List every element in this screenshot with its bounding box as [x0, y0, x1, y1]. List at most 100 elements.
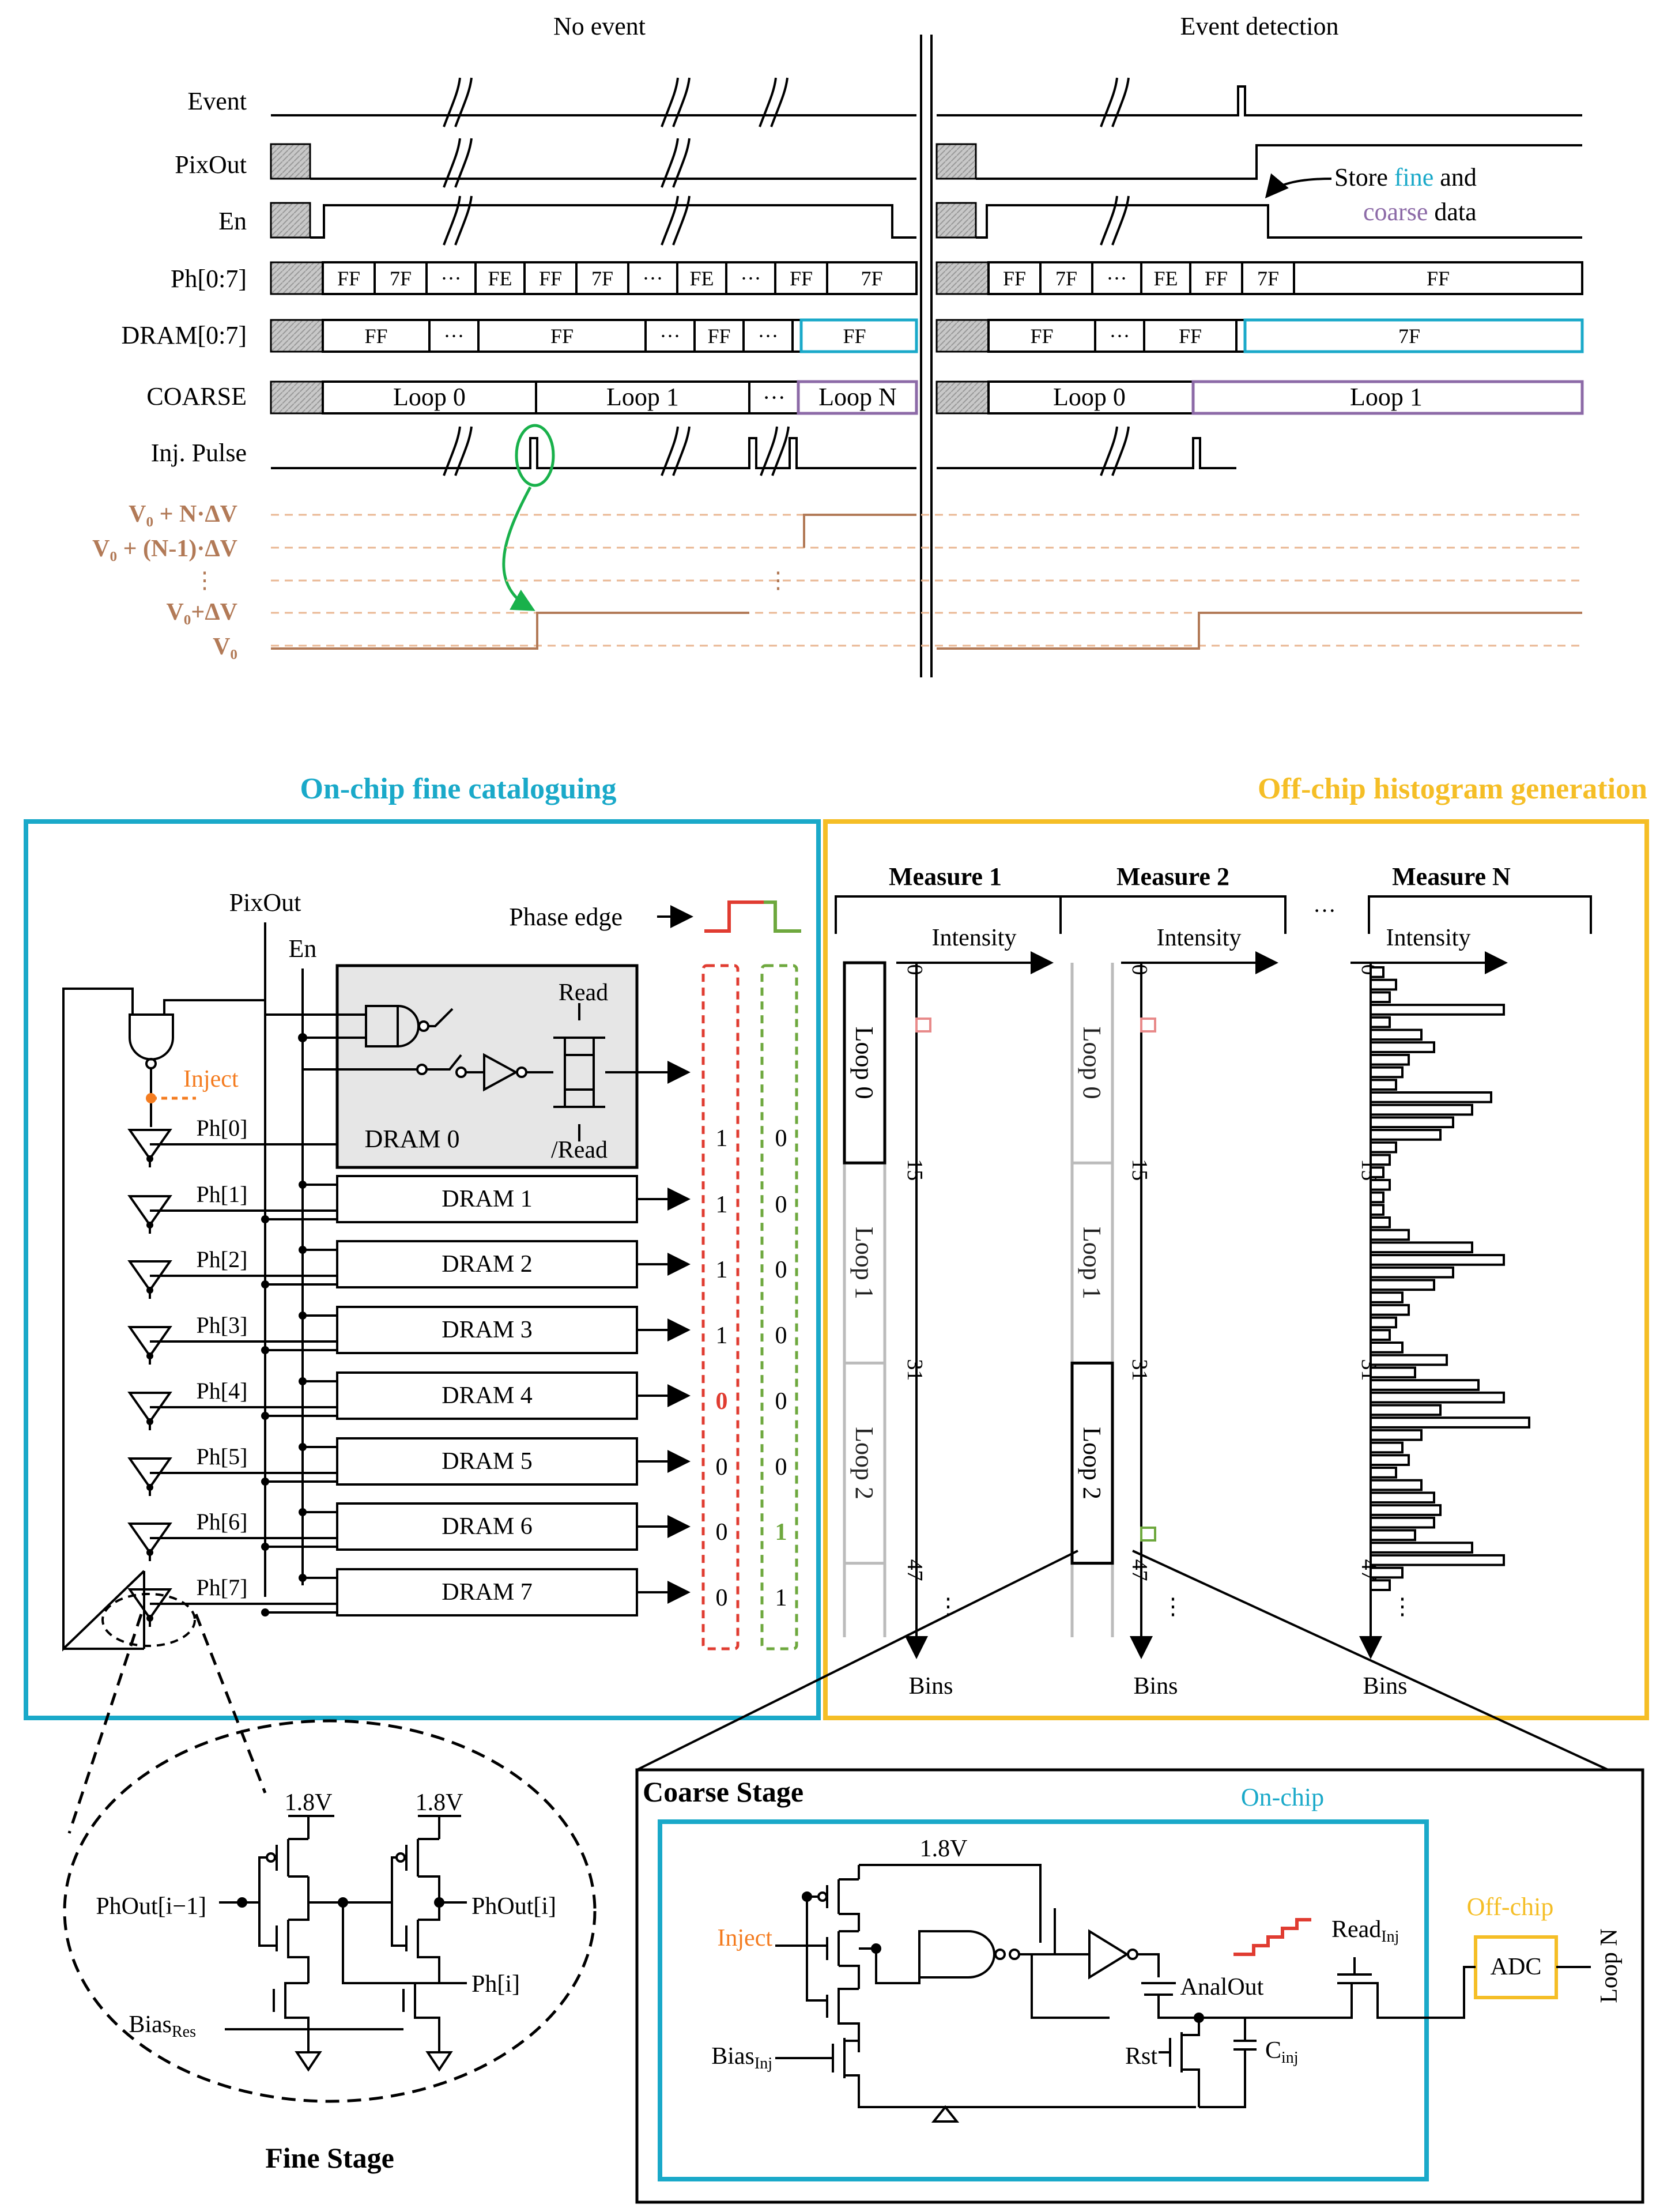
histogram-bar-34 — [1370, 1391, 1505, 1404]
m1-marker — [915, 1018, 931, 1032]
m2-marker-green — [1140, 1527, 1156, 1542]
store-note-arrow — [1265, 173, 1332, 199]
m1-bins: Bins — [908, 1673, 953, 1699]
histogram-bar-44 — [1370, 1516, 1435, 1529]
red-bit-7: 0 — [716, 1585, 728, 1611]
m2-tick-1: 15 — [1127, 1159, 1152, 1181]
coarse-loop1-right: Loop 1 — [1350, 383, 1423, 411]
coarse-bias-label: BiasInj — [711, 2043, 772, 2072]
histogram-bar-26 — [1370, 1291, 1404, 1303]
dram-right-cell-0: FF — [1030, 325, 1053, 348]
histogram-bar-33 — [1370, 1379, 1480, 1391]
coarse-analout-label: AnalOut — [1180, 1974, 1264, 2000]
dram-right-cell-3: 7F — [1398, 325, 1420, 348]
histogram-bar-14 — [1370, 1141, 1397, 1154]
green-bit-7: 1 — [775, 1585, 787, 1611]
fine-ph-label: Ph[i] — [471, 1971, 520, 1998]
signal-labels: Event PixOut En Ph[0:7] DRAM[0:7] COARSE… — [121, 87, 247, 467]
fine-panel-box — [24, 819, 821, 1720]
m2-loop-strip-loop-0: Loop 0 — [1078, 1027, 1106, 1099]
histogram-bar-28 — [1370, 1316, 1397, 1329]
buffer-chain: Ph[0]Ph[1]Ph[2]Ph[3]Ph[4]Ph[5]Ph[6]Ph[7] — [127, 1115, 337, 1627]
phase-edge-label: Phase edge — [509, 903, 623, 931]
label-dram: DRAM[0:7] — [121, 321, 247, 349]
dram-label-7: DRAM 7 — [442, 1579, 533, 1606]
histogram-bar-25 — [1370, 1279, 1435, 1291]
loopN-label: Loop N — [1596, 1928, 1623, 2003]
measure1-label: Measure 1 — [889, 862, 1002, 891]
dram-left-cell-3: ··· — [660, 325, 681, 348]
histogram-bar-12 — [1370, 1116, 1454, 1129]
pixout-label: PixOut — [229, 888, 301, 917]
histogram-bar-31 — [1370, 1354, 1448, 1366]
mN-bins: Bins — [1363, 1673, 1407, 1699]
analout-staircase — [1233, 1918, 1311, 1956]
dram-label-4: DRAM 4 — [442, 1382, 533, 1409]
dram0-block — [335, 964, 639, 1169]
dram-left-cell-1: ··· — [444, 325, 465, 348]
en-hatch-left — [270, 202, 311, 239]
coarse-ellipsis: ··· — [763, 385, 786, 410]
histogram-bar-1 — [1370, 978, 1397, 991]
coarse-offchip-label: Off-chip — [1467, 1893, 1554, 1921]
header-no-event: No event — [553, 12, 646, 40]
pixout-hatch-right — [935, 143, 977, 180]
m2-loop-strip-loop-2: Loop 2 — [1078, 1427, 1106, 1499]
red-bit-0: 1 — [716, 1125, 728, 1152]
red-bit-6: 0 — [716, 1519, 728, 1546]
dram-left-cell-2: FF — [550, 325, 574, 348]
dram-left-cell-6: FF — [843, 325, 866, 348]
histogram-bar-20 — [1370, 1216, 1391, 1229]
en-hatch-right — [935, 202, 977, 239]
green-bit-0: 0 — [775, 1125, 787, 1152]
measureN-label: Measure N — [1392, 862, 1511, 891]
histogram-bar-6 — [1370, 1041, 1435, 1053]
histogram-bar-17 — [1370, 1178, 1391, 1191]
level-v0-n: V₀ + N·ΔV — [129, 501, 237, 527]
wave-inj-pulse — [271, 437, 1236, 469]
coarse-read-label: ReadInj — [1331, 1916, 1399, 1946]
phase-label-1: Ph[1] — [197, 1181, 248, 1207]
coarse-loop0-left: Loop 0 — [393, 383, 466, 411]
wave-event — [271, 85, 1582, 116]
red-bit-3: 1 — [716, 1322, 728, 1349]
coarse-loop0-right: Loop 0 — [1053, 383, 1126, 411]
red-bit-2: 1 — [716, 1257, 728, 1283]
ph-left-cell-7: FE — [689, 267, 714, 290]
histogram-bar-4 — [1370, 1016, 1391, 1028]
ph-left-cell-2: ··· — [441, 267, 462, 290]
histogram-bar-32 — [1370, 1366, 1416, 1379]
histogram-bar-5 — [1370, 1028, 1423, 1041]
phase-label-6: Ph[6] — [197, 1509, 248, 1535]
m2-bins: Bins — [1133, 1673, 1178, 1699]
phase-label-7: Ph[7] — [197, 1574, 248, 1600]
fine-vdd-1: 1.8V — [285, 1789, 333, 1816]
green-bit-5: 0 — [775, 1454, 787, 1480]
read-label: Read — [559, 979, 608, 1006]
ph-right-cell-5: 7F — [1257, 267, 1279, 290]
ph-left-cell-6: ··· — [643, 267, 663, 290]
svg-text:⋮: ⋮ — [767, 567, 790, 593]
pixout-hatch-left — [270, 143, 311, 180]
ph-left-cell-9: FF — [790, 267, 813, 290]
phase-edge-green — [764, 900, 801, 933]
m1-tick-1: 15 — [903, 1159, 927, 1181]
m1-intensity: Intensity — [932, 925, 1017, 951]
coarse-loopN: Loop N — [818, 383, 897, 411]
red-bit-4: 0 — [716, 1388, 728, 1415]
histogram-bar-27 — [1370, 1303, 1410, 1316]
ph-left-cell-1: 7F — [390, 267, 412, 290]
mN-intensity: Intensity — [1386, 925, 1471, 951]
histogram-bar-16 — [1370, 1166, 1384, 1178]
dram-right-cell-1: ··· — [1110, 325, 1130, 348]
fine-in-label: PhOut[i−1] — [96, 1893, 206, 1920]
label-ph: Ph[0:7] — [171, 265, 247, 293]
m1-loop-strip-loop-2: Loop 2 — [850, 1427, 878, 1499]
coarse-cap-label: Cinj — [1265, 2037, 1299, 2067]
dram-box-7 — [336, 1568, 638, 1616]
ph-left-cell-10: 7F — [861, 267, 882, 290]
